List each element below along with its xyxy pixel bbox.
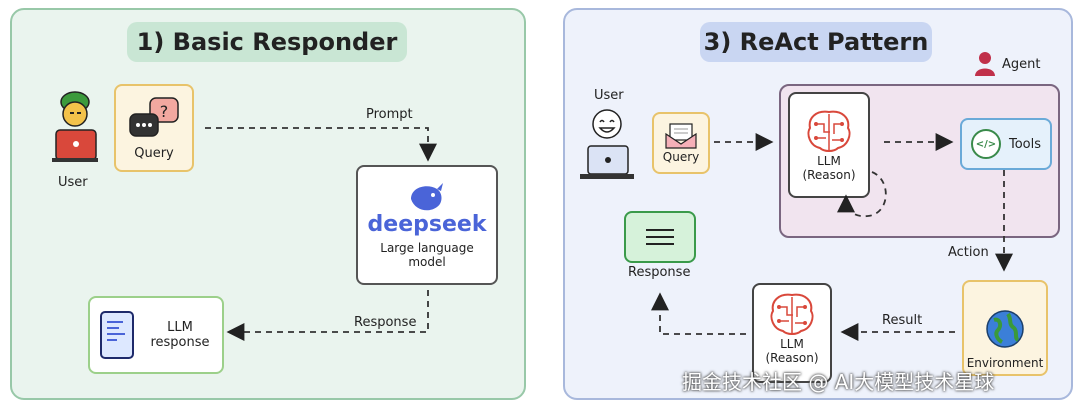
action-label: Action <box>948 245 989 260</box>
environment-label: Environment <box>966 356 1044 370</box>
llm-reason-box: LLM (Reason) <box>788 92 870 198</box>
tools-label: Tools <box>1008 136 1042 152</box>
llm-bottom-label: LLM (Reason) <box>765 337 819 365</box>
react-pattern-title: 3) ReAct Pattern <box>700 22 932 62</box>
llm-response-label: LLM response <box>150 320 210 350</box>
response-box <box>624 211 696 263</box>
chat-bubbles-icon: ? <box>129 96 179 137</box>
code-icon-glyph: </> <box>975 138 997 150</box>
user-avatar-icon <box>50 88 100 168</box>
mail-icon <box>665 123 697 149</box>
response-arrow-label: Response <box>354 315 417 330</box>
agent-label: Agent <box>1002 57 1041 72</box>
basic-responder-title: 1) Basic Responder <box>127 22 407 62</box>
text-lines-icon <box>646 229 674 245</box>
response-label: Response <box>628 265 691 280</box>
result-label: Result <box>882 313 923 328</box>
llm-box-label: Large language model <box>380 241 474 269</box>
deepseek-llm-box: deepseek Large language model <box>356 165 498 285</box>
prompt-arrow-label: Prompt <box>366 107 413 122</box>
question-mark-glyph: ? <box>160 102 169 121</box>
llm-bottom-box: LLM (Reason) <box>752 283 832 383</box>
watermark-text: 掘金技术社区 @ AI大模型技术星球 <box>682 370 995 394</box>
tools-box: </> Tools <box>960 118 1052 170</box>
document-icon <box>100 311 134 359</box>
right-query-box: Query <box>652 112 710 174</box>
right-query-label: Query <box>662 150 700 164</box>
brain-circuit-icon <box>807 110 851 152</box>
agent-person-icon <box>973 50 997 78</box>
user-sketch-icon <box>580 104 634 182</box>
globe-icon <box>986 310 1024 348</box>
brain-circuit-icon <box>770 293 814 335</box>
left-query-box: ? Query <box>114 84 194 172</box>
deepseek-wordmark: deepseek <box>367 212 487 237</box>
whale-logo-icon <box>411 183 443 211</box>
left-user-label: User <box>58 175 88 190</box>
right-user-label: User <box>594 88 624 103</box>
llm-response-box: LLM response <box>88 296 224 374</box>
left-query-label: Query <box>134 145 174 161</box>
environment-box: Environment <box>962 280 1048 376</box>
llm-reason-label: LLM (Reason) <box>802 154 856 182</box>
code-icon: </> <box>970 129 1001 159</box>
